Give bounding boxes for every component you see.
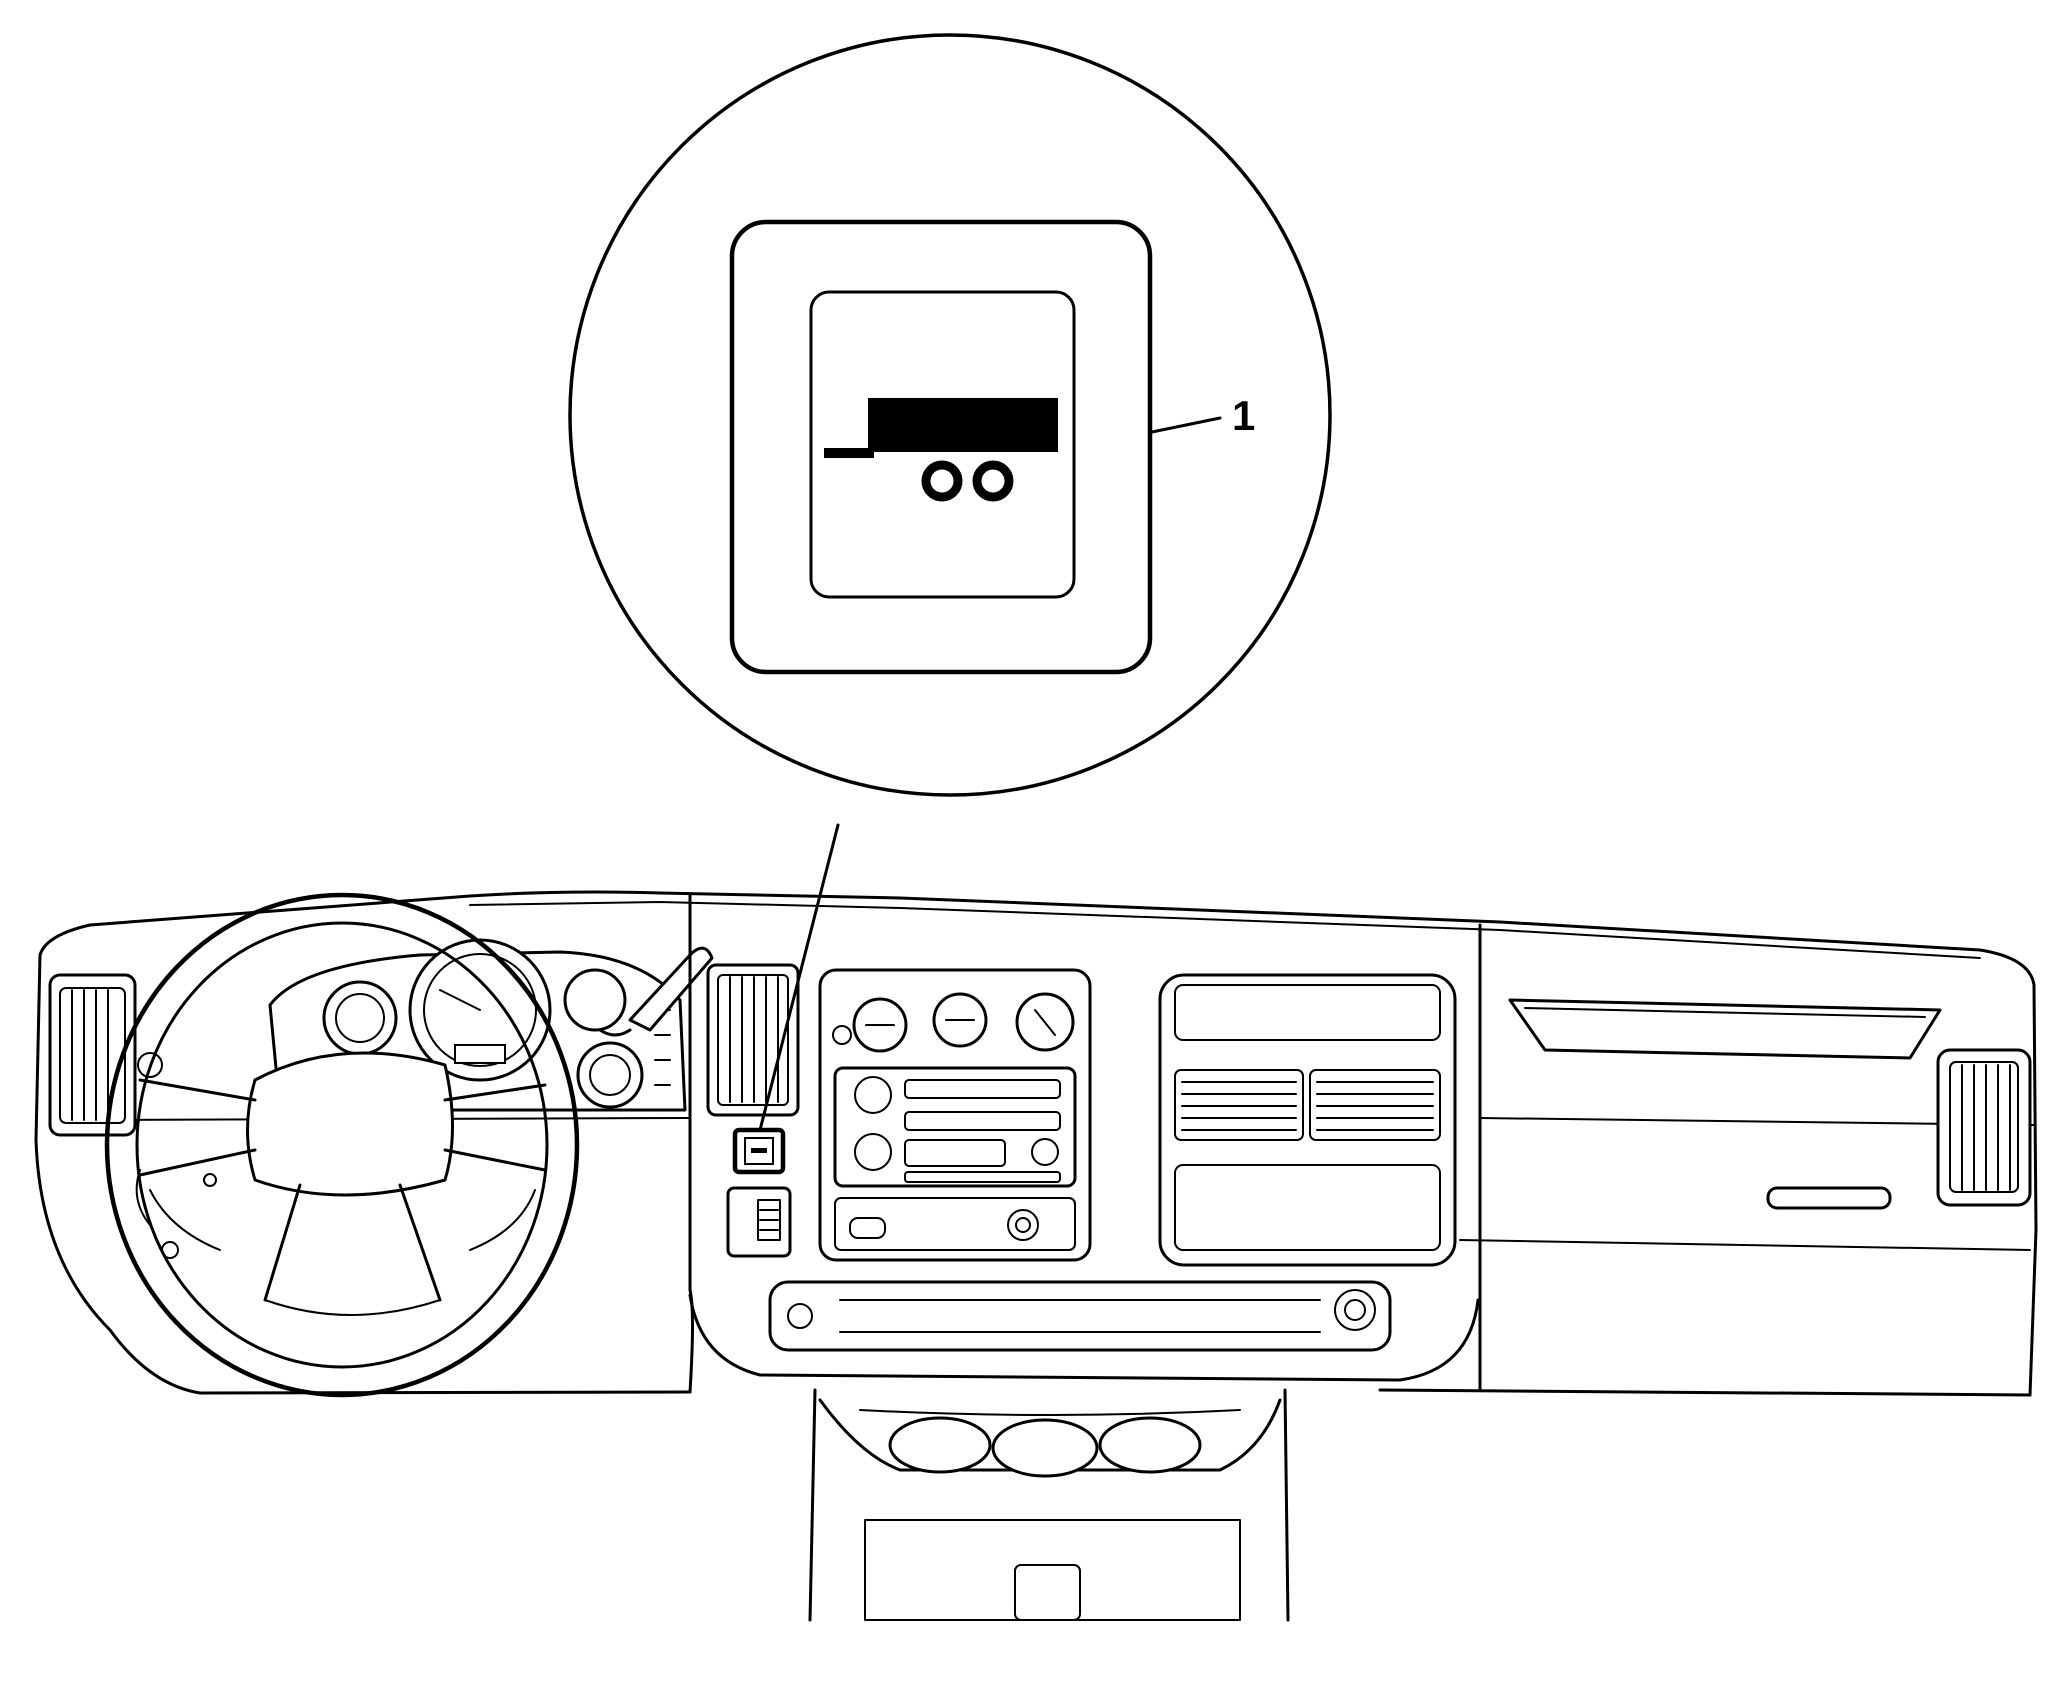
detail-leader-line [758,823,840,1132]
left-controls [135,1052,179,1259]
callout-1: 1 [1150,392,1255,439]
trailer-icon [824,398,1058,502]
detail-magnifier [568,33,1332,797]
floor-console [808,1388,1290,1622]
trailer-brake-switch [732,1127,786,1175]
callout-number: 1 [1232,392,1255,439]
glove-box [1508,998,1942,1210]
headlamp-switch [726,1186,792,1258]
steering-wheel [104,892,580,1398]
center-left-air-vent [706,963,800,1117]
instrument-cluster [268,938,687,1112]
callout-leader [1150,416,1222,434]
center-right-air-vent [1158,973,1457,1267]
center-stack [688,893,1482,1394]
instrument-panel [34,890,2038,1397]
right-air-vent [1936,1048,2032,1207]
